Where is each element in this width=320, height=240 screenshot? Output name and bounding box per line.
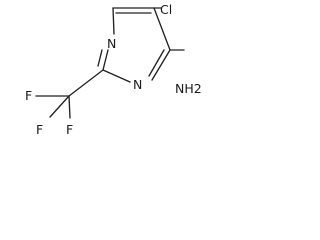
bond-n1-c6 bbox=[112, 7, 115, 35]
atom-label-f-bottom-right: F bbox=[66, 122, 73, 137]
molecule-structure: Cl N N NH2 F F F bbox=[25, 2, 202, 137]
atom-label-f-left: F bbox=[25, 88, 32, 103]
bond-c-f-bottom-right bbox=[68, 95, 71, 119]
bond-n3-c2 bbox=[102, 69, 131, 83]
structure-canvas: Cl N N NH2 F F F bbox=[0, 0, 204, 138]
atom-label-n1: N bbox=[107, 36, 116, 51]
bond-c2-n1 bbox=[102, 49, 109, 71]
bond-c2-n1-double bbox=[97, 49, 103, 67]
atom-label-nh2: NH2 bbox=[175, 81, 202, 96]
bond-c4-n3 bbox=[151, 49, 171, 81]
bond-c2-cf3 bbox=[68, 69, 104, 97]
atom-label-cl: Cl bbox=[160, 2, 172, 17]
bond-c5-c4 bbox=[153, 7, 171, 51]
bond-c-f-bottom-left bbox=[49, 95, 70, 118]
bond-c4-n3-double bbox=[148, 49, 165, 77]
atom-label-f-bottom-left: F bbox=[36, 122, 43, 137]
atom-label-n3: N bbox=[133, 77, 142, 92]
